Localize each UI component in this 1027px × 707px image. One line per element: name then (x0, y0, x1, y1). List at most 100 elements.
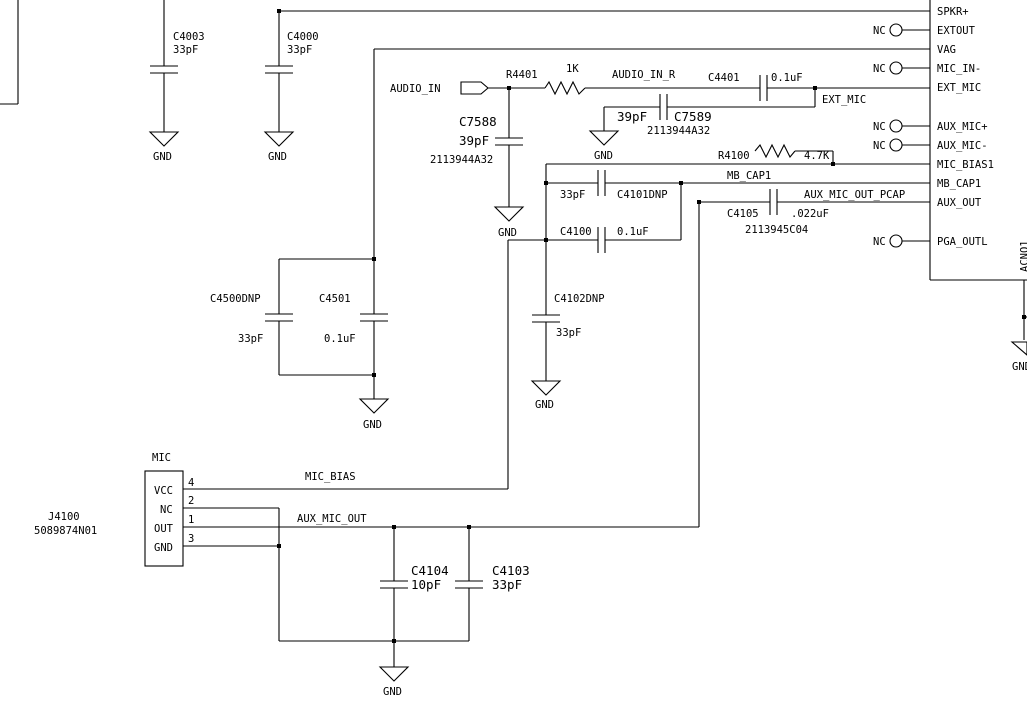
nc-marker-aux-mic-plus: NC (873, 119, 930, 133)
svg-text:C4501: C4501 (319, 293, 351, 305)
svg-text:0.1uF: 0.1uF (771, 72, 803, 84)
svg-text:NC: NC (873, 25, 886, 37)
c4000-ref: C4000 (287, 31, 319, 43)
svg-text:0.1uF: 0.1uF (324, 333, 356, 345)
svg-text:GND: GND (1012, 361, 1027, 373)
svg-text:C4102DNP: C4102DNP (554, 293, 605, 305)
chip-ref-partial: ACNO1 (1019, 240, 1027, 272)
gnd-label: GND (363, 419, 382, 431)
nc-marker-extout: NC (873, 23, 930, 37)
svg-text:GND: GND (154, 542, 173, 554)
svg-text:GND: GND (535, 399, 554, 411)
capacitor-c4401: C4401 0.1uF (708, 72, 803, 101)
svg-text:.022uF: .022uF (791, 208, 829, 220)
mb-cap1-label: MB_CAP1 (727, 170, 771, 182)
capacitor-c7589: 39pF C7589 2113944A32 GND (588, 88, 816, 162)
svg-text:2: 2 (188, 495, 194, 507)
svg-text:R4100: R4100 (718, 150, 750, 162)
mic-bias-label: MIC_BIAS (305, 471, 356, 483)
svg-text:33pF: 33pF (556, 327, 581, 339)
pin-vag: VAG (937, 44, 956, 56)
gnd-label: GND (383, 686, 402, 698)
mic-connector-j4100: MIC J4100 5089874N01 VCC NC OUT GND 4 2 … (34, 452, 194, 567)
nc-marker-aux-mic-minus: NC (873, 138, 930, 152)
svg-text:3: 3 (188, 533, 194, 545)
svg-text:2113945C04: 2113945C04 (745, 224, 808, 236)
svg-text:C4100: C4100 (560, 226, 592, 238)
svg-text:C7588: C7588 (459, 114, 497, 129)
svg-text:C4104: C4104 (411, 563, 449, 578)
svg-text:NC: NC (873, 121, 886, 133)
svg-text:C4105: C4105 (727, 208, 759, 220)
svg-text:NC: NC (873, 236, 886, 248)
capacitor-c4104: C4104 10pF (380, 527, 449, 667)
c4003-ref: C4003 (173, 31, 205, 43)
svg-text:C4101DNP: C4101DNP (617, 189, 668, 201)
svg-text:R4401: R4401 (506, 69, 538, 81)
svg-text:OUT: OUT (154, 523, 174, 535)
svg-text:J4100: J4100 (48, 511, 80, 523)
svg-text:1K: 1K (566, 63, 579, 75)
svg-text:0.1uF: 0.1uF (617, 226, 649, 238)
pin-spkr-plus: SPKR+ (937, 6, 969, 18)
pin-ext-mic: EXT_MIC (937, 82, 981, 94)
svg-text:10pF: 10pF (411, 577, 441, 592)
pin-pga-outl: PGA_OUTL (937, 236, 988, 248)
nc-marker-pga-outl: NC (873, 234, 930, 248)
pin-aux-out: AUX_OUT (937, 197, 982, 209)
svg-text:MIC: MIC (152, 452, 171, 464)
audio-in-label: AUDIO_IN (390, 83, 441, 95)
gnd-symbol (358, 398, 390, 414)
gnd-symbol (378, 666, 410, 682)
svg-text:4.7K: 4.7K (804, 150, 830, 162)
svg-text:2113944A32: 2113944A32 (430, 154, 493, 166)
capacitor-c4000: C4000 33pF GND (263, 9, 319, 163)
right-gnd-fragment: GND (1010, 280, 1027, 373)
c4000-value: 33pF (287, 44, 312, 56)
svg-text:39pF: 39pF (617, 109, 647, 124)
svg-text:NC: NC (160, 504, 173, 516)
svg-text:4: 4 (188, 477, 194, 489)
svg-text:1: 1 (188, 514, 194, 526)
capacitor-c7588: C7588 39pF 2113944A32 GND (430, 88, 525, 239)
pin-aux-mic-minus: AUX_MIC- (937, 140, 988, 152)
resistor-r4401: R4401 1K (506, 63, 586, 96)
svg-text:C7589: C7589 (674, 109, 712, 124)
svg-text:33pF: 33pF (492, 577, 522, 592)
pin-extout: EXTOUT (937, 25, 976, 37)
aux-mic-out-label: AUX_MIC_OUT (297, 513, 367, 525)
svg-text:C4401: C4401 (708, 72, 740, 84)
pin-mic-in-minus: MIC_IN- (937, 63, 981, 75)
svg-text:33pF: 33pF (560, 189, 585, 201)
svg-text:VCC: VCC (154, 485, 173, 497)
svg-text:C4500DNP: C4500DNP (210, 293, 261, 305)
capacitor-c4101: 33pF C4101DNP (560, 170, 668, 201)
capacitor-c4103: C4103 33pF (455, 527, 530, 641)
ext-mic-label: EXT_MIC (822, 94, 866, 106)
capacitor-c4501: C4501 0.1uF (319, 293, 388, 345)
aux-mic-out-pcap-label: AUX_MIC_OUT_PCAP (804, 189, 905, 201)
svg-text:GND: GND (594, 150, 613, 162)
resistor-r4100: R4100 4.7K (718, 143, 830, 162)
svg-text:39pF: 39pF (459, 133, 489, 148)
svg-text:NC: NC (873, 63, 886, 75)
gnd-label: GND (268, 151, 287, 163)
svg-text:C4103: C4103 (492, 563, 530, 578)
c4003-value: 33pF (173, 44, 198, 56)
nc-marker-mic-in-minus: NC (873, 61, 930, 75)
svg-text:NC: NC (873, 140, 886, 152)
pin-mic-bias1: MIC_BIAS1 (937, 159, 994, 171)
capacitor-c4500: C4500DNP 33pF (210, 293, 293, 345)
svg-text:GND: GND (498, 227, 517, 239)
pin-mb-cap1: MB_CAP1 (937, 178, 981, 190)
capacitor-c4102: C4102DNP 33pF GND (530, 293, 605, 411)
pin-aux-mic-plus: AUX_MIC+ (937, 121, 988, 133)
capacitor-c4105: C4105 .022uF 2113945C04 (727, 189, 829, 236)
svg-text:2113944A32: 2113944A32 (647, 125, 710, 137)
audio-in-r-label: AUDIO_IN_R (612, 69, 676, 81)
capacitor-c4003: C4003 33pF GND (148, 0, 205, 163)
svg-text:33pF: 33pF (238, 333, 263, 345)
audio-in-port (460, 81, 489, 95)
gnd-label: GND (153, 151, 172, 163)
